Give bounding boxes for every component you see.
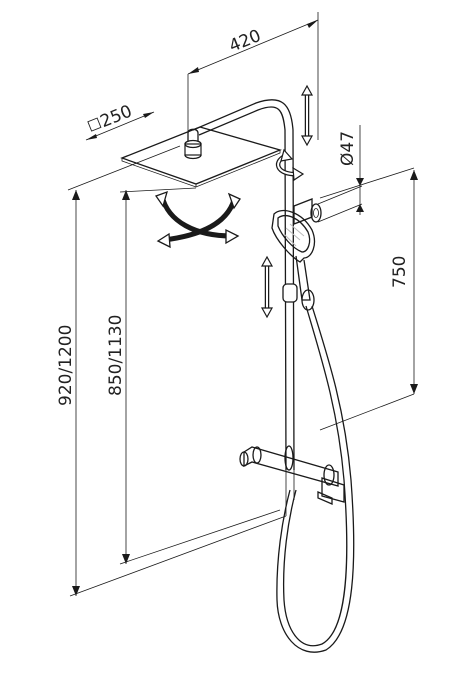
thermostatic-mixer [239,445,345,505]
shower-arm [192,99,295,471]
outlet-height-label: 750 [390,256,410,288]
dim-head-height: 850/1130 [106,187,281,565]
hand-shower [271,209,316,301]
slider-holder [282,283,315,311]
dim-arm-length: 420 [187,12,319,140]
head-size-label: 250 [98,101,136,132]
head-swivel-arrows-icon [154,190,241,249]
arm-length-label: 420 [226,26,264,57]
height-adjust-arrow-lower-icon [260,255,274,319]
square-symbol [87,117,102,132]
dim-outlet-height: 750 [319,167,418,431]
rail-rotation-arrow-icon [275,148,305,182]
dim-bar-diameter: Ø47 [317,125,364,223]
mixer-reference-lines [285,470,295,516]
head-height-label: 850/1130 [106,315,126,396]
dim-head-size: 250 [85,101,155,141]
dim-total-height: 920/1200 [56,145,287,597]
shower-head [120,126,282,188]
bar-diameter-label: Ø47 [338,131,358,166]
shower-hose [276,305,355,653]
height-adjust-arrow-upper-icon [300,84,314,147]
total-height-label: 920/1200 [56,325,76,406]
